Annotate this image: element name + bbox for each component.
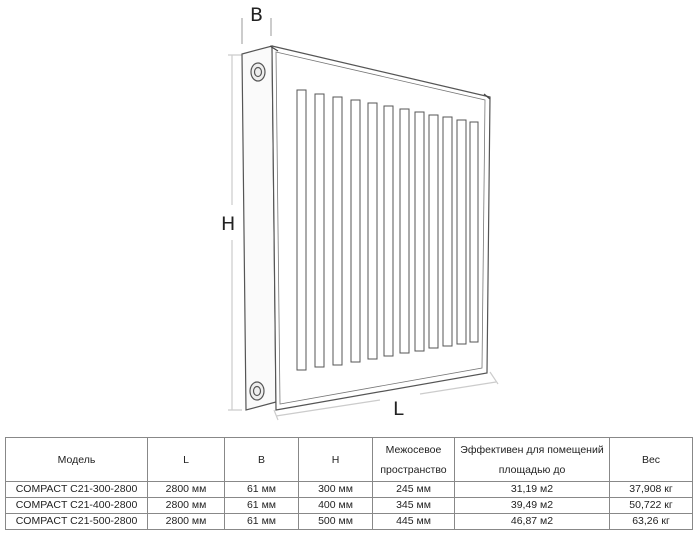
table-row: COMPACT C21-300-2800 2800 мм 61 мм 300 м… bbox=[5, 481, 693, 498]
header-model: Модель bbox=[5, 437, 148, 482]
cell-height: 400 мм bbox=[298, 497, 373, 514]
radiator-diagram: B H L bbox=[221, 4, 499, 421]
cell-depth: 61 мм bbox=[224, 481, 299, 498]
cell-spacing: 345 мм bbox=[372, 497, 455, 514]
cell-depth: 61 мм bbox=[224, 513, 299, 530]
header-depth: B bbox=[224, 437, 299, 482]
cell-length: 2800 мм bbox=[147, 513, 225, 530]
cell-depth: 61 мм bbox=[224, 497, 299, 514]
cell-weight: 63,26 кг bbox=[609, 513, 693, 530]
cell-height: 300 мм bbox=[298, 481, 373, 498]
cell-model: COMPACT C21-500-2800 bbox=[5, 513, 148, 530]
dimension-label-b: B bbox=[250, 4, 264, 26]
cell-area: 39,49 м2 bbox=[454, 497, 610, 514]
dimension-label-l: L bbox=[393, 398, 404, 420]
cell-height: 500 мм bbox=[298, 513, 373, 530]
cell-spacing: 245 мм bbox=[372, 481, 455, 498]
dimension-label-h: H bbox=[221, 213, 236, 235]
cell-area: 31,19 м2 bbox=[454, 481, 610, 498]
header-height: H bbox=[298, 437, 373, 482]
cell-model: COMPACT C21-400-2800 bbox=[5, 497, 148, 514]
cell-length: 2800 мм bbox=[147, 481, 225, 498]
header-length: L bbox=[147, 437, 225, 482]
header-weight: Вес bbox=[609, 437, 693, 482]
table-row: COMPACT C21-500-2800 2800 мм 61 мм 500 м… bbox=[5, 513, 693, 530]
cell-length: 2800 мм bbox=[147, 497, 225, 514]
cell-weight: 37,908 кг bbox=[609, 481, 693, 498]
cell-weight: 50,722 кг bbox=[609, 497, 693, 514]
cell-model: COMPACT C21-300-2800 bbox=[5, 481, 148, 498]
cell-spacing: 445 мм bbox=[372, 513, 455, 530]
cell-area: 46,87 м2 bbox=[454, 513, 610, 530]
radiator-drawing-icon bbox=[228, 18, 499, 421]
table-row: COMPACT C21-400-2800 2800 мм 61 мм 400 м… bbox=[5, 497, 693, 514]
